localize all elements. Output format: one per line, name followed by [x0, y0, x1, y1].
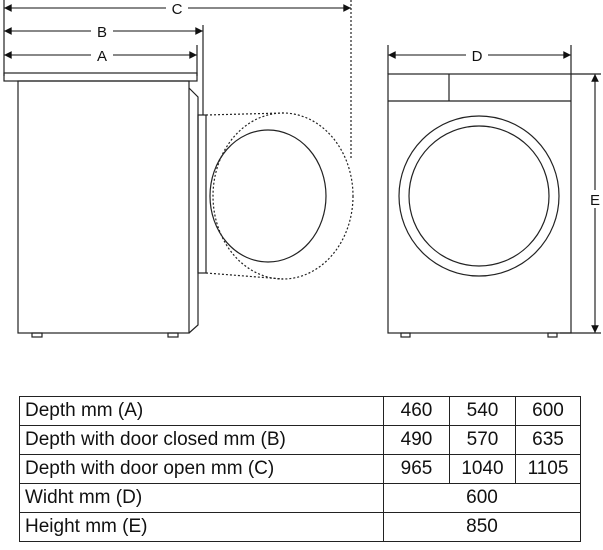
door-ring-inner [408, 125, 550, 267]
row-value: 1040 [449, 454, 516, 484]
foot-right [167, 332, 179, 338]
row-value: 600 [515, 396, 581, 426]
dimension-label-d: D [472, 48, 483, 65]
row-label: Depth with door open mm (C) [19, 454, 384, 484]
door-ring-outer [398, 115, 560, 277]
row-value: 965 [383, 454, 450, 484]
side-view [3, 0, 354, 338]
row-label: Widht mm (D) [19, 483, 384, 513]
dimension-label-c: C [172, 1, 183, 18]
row-label: Depth mm (A) [19, 396, 384, 426]
table-row: Widht mm (D) 600 [19, 483, 581, 513]
table-row: Height mm (E) 850 [19, 512, 581, 542]
door-closed-profile [197, 114, 207, 274]
row-value: 635 [515, 425, 581, 455]
dimension-label-e: E [590, 192, 600, 209]
row-value: 600 [383, 483, 581, 513]
appliance-dimension-drawing: C B A D E [3, 0, 603, 338]
dimensions-table: Depth mm (A) 460 540 600 Depth with door… [19, 396, 581, 542]
dimension-label-b: B [97, 24, 107, 41]
row-value: 490 [383, 425, 450, 455]
front-body [387, 73, 572, 334]
front-foot-left [400, 332, 411, 338]
row-label: Depth with door closed mm (B) [19, 425, 384, 455]
front-foot-right [547, 332, 558, 338]
worktop [3, 72, 198, 82]
row-value: 1105 [515, 454, 581, 484]
front-step [188, 87, 199, 334]
row-value: 850 [383, 512, 581, 542]
row-value: 460 [383, 396, 450, 426]
dimension-label-a: A [97, 48, 107, 65]
front-view [387, 45, 601, 338]
table-row: Depth with door open mm (C) 965 1040 110… [19, 454, 581, 484]
door-open-glass [209, 129, 327, 263]
row-value: 540 [449, 396, 516, 426]
foot-left [31, 332, 43, 338]
table-row: Depth mm (A) 460 540 600 [19, 396, 581, 426]
door-open-outline [212, 112, 354, 280]
row-label: Height mm (E) [19, 512, 384, 542]
row-value: 570 [449, 425, 516, 455]
table-row: Depth with door closed mm (B) 490 570 63… [19, 425, 581, 455]
side-body [17, 80, 190, 334]
